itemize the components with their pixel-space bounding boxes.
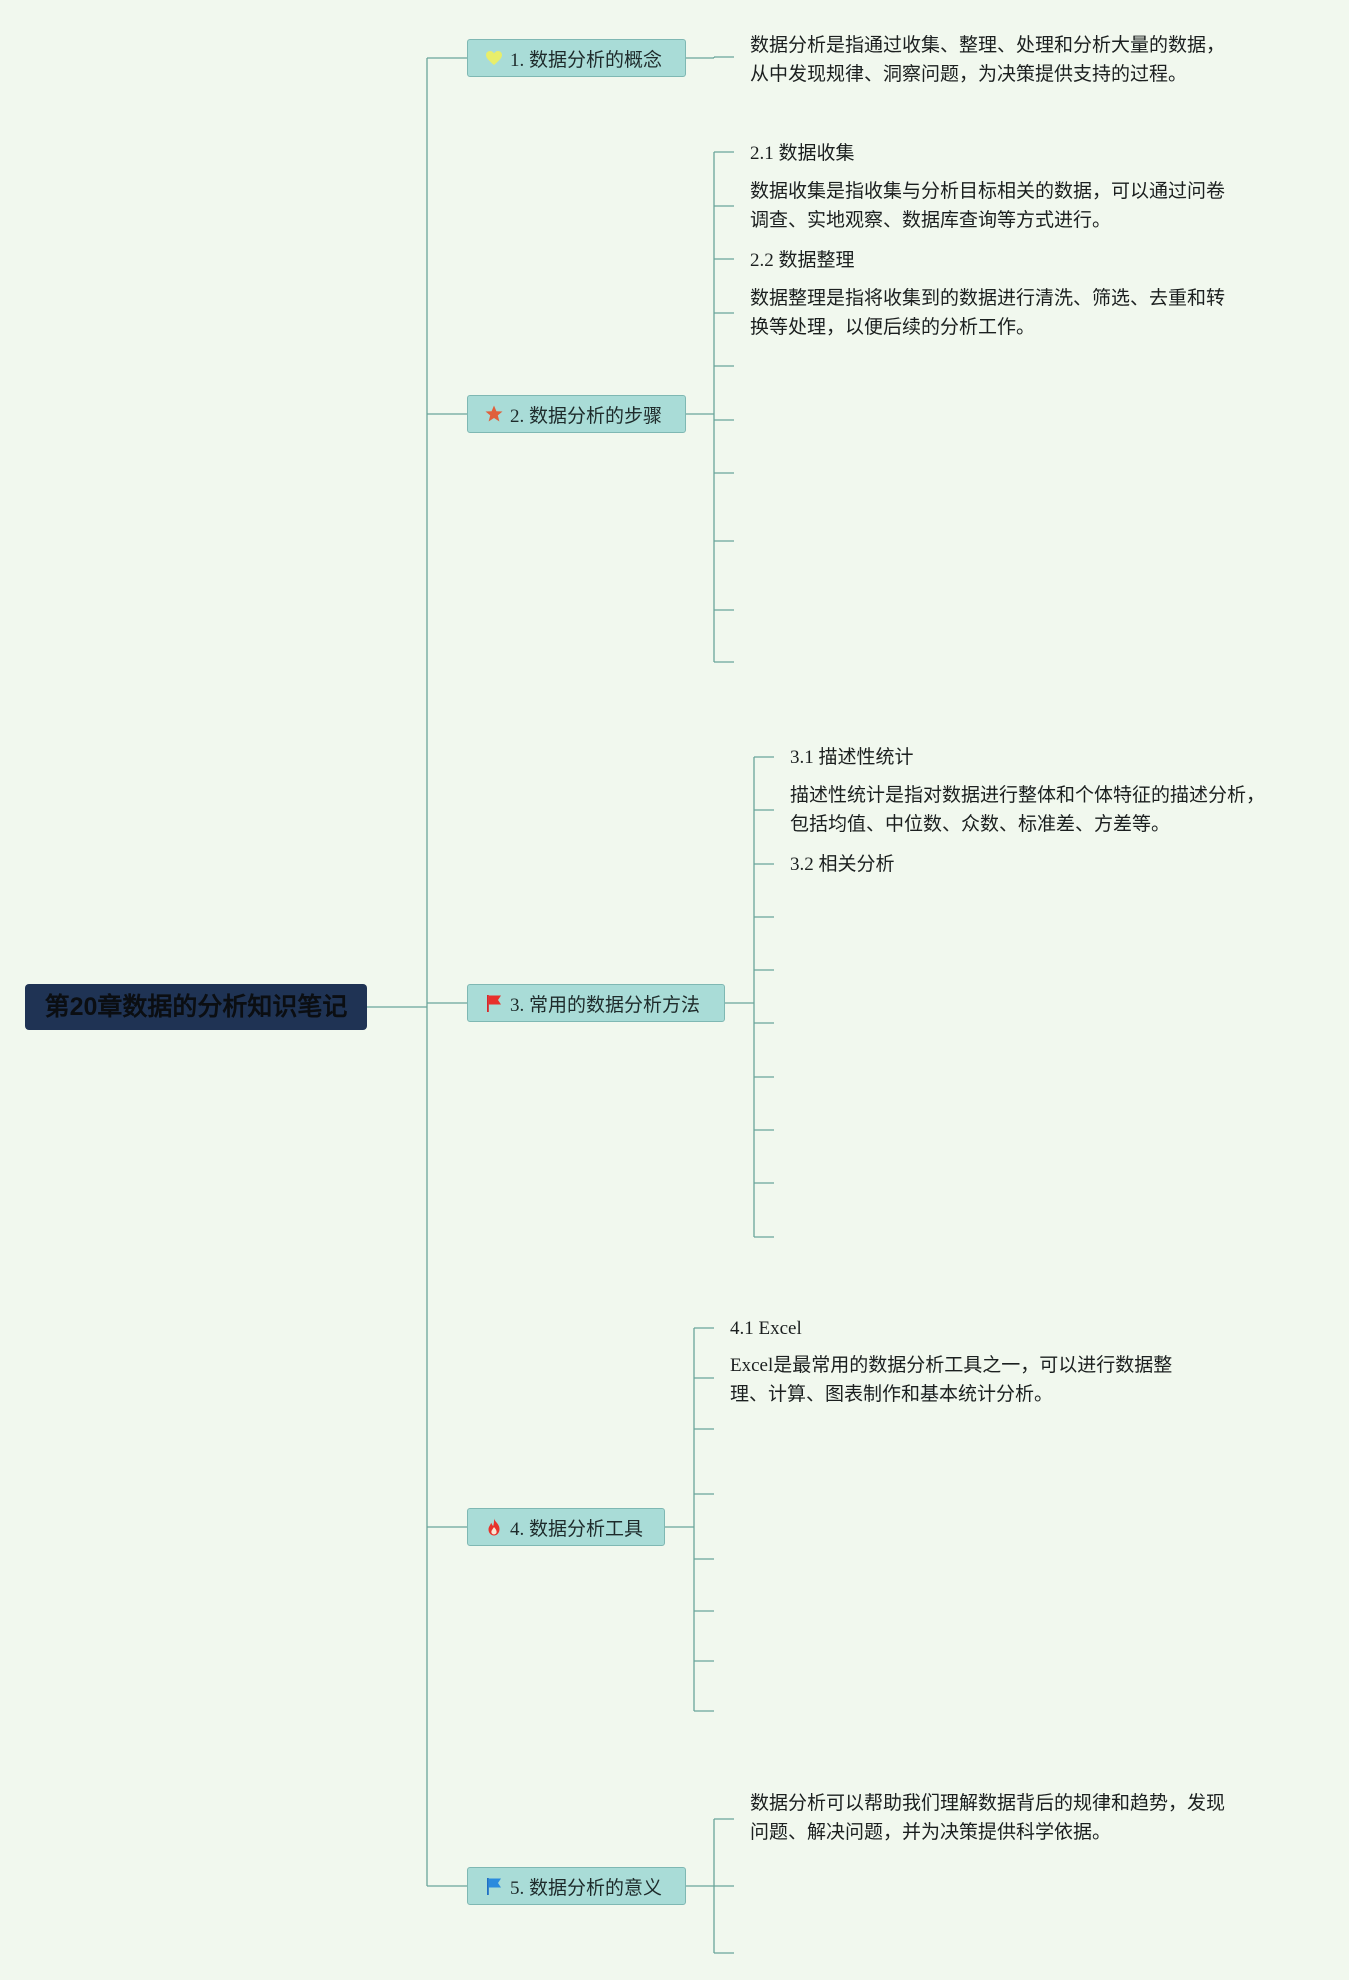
star-icon (484, 404, 504, 424)
flag-red-icon (484, 993, 504, 1013)
leaf-topic[interactable]: 描述性统计是指对数据进行整体和个体特征的描述分析， 包括均值、中位数、众数、标准… (790, 785, 1266, 835)
leaf-topic[interactable]: 2.1 数据收集 (750, 143, 855, 164)
heart-icon (484, 48, 504, 68)
branch-topic-4[interactable]: 4. 数据分析工具 (467, 1508, 665, 1546)
leaf-topic[interactable]: 数据分析可以帮助我们理解数据背后的规律和趋势，发现 问题、解决问题，并为决策提供… (750, 1793, 1226, 1843)
branch-topic-1[interactable]: 1. 数据分析的概念 (467, 39, 686, 77)
branch-topic-3[interactable]: 3. 常用的数据分析方法 (467, 984, 725, 1022)
branch-label: 3. 常用的数据分析方法 (510, 994, 701, 1016)
leaf-topic[interactable]: 4.1 Excel (730, 1318, 802, 1339)
branch-label: 2. 数据分析的步骤 (510, 405, 663, 427)
leaf-topic[interactable]: 数据整理是指将收集到的数据进行清洗、筛选、去重和转 换等处理，以便后续的分析工作… (750, 288, 1226, 338)
flag-blue-icon (484, 1876, 504, 1896)
branch-label: 1. 数据分析的概念 (510, 49, 663, 71)
leaf-topic[interactable]: 2.2 数据整理 (750, 250, 855, 271)
leaf-topic[interactable]: 3.1 描述性统计 (790, 747, 914, 768)
leaf-topic[interactable]: Excel是最常用的数据分析工具之一，可以进行数据整 理、计算、图表制作和基本统… (730, 1355, 1173, 1405)
branch-topic-5[interactable]: 5. 数据分析的意义 (467, 1867, 686, 1905)
fire-icon (484, 1517, 504, 1537)
branch-topic-2[interactable]: 2. 数据分析的步骤 (467, 395, 686, 433)
leaf-topic[interactable]: 3.2 相关分析 (790, 854, 895, 875)
branch-label: 4. 数据分析工具 (510, 1518, 644, 1540)
root-topic[interactable]: 第20章数据的分析知识笔记 (25, 984, 367, 1030)
branch-label: 5. 数据分析的意义 (510, 1877, 663, 1899)
leaf-topic[interactable]: 数据分析是指通过收集、整理、处理和分析大量的数据， 从中发现规律、洞察问题，为决… (750, 35, 1226, 85)
leaf-topic[interactable]: 数据收集是指收集与分析目标相关的数据，可以通过问卷 调查、实地观察、数据库查询等… (750, 181, 1226, 231)
